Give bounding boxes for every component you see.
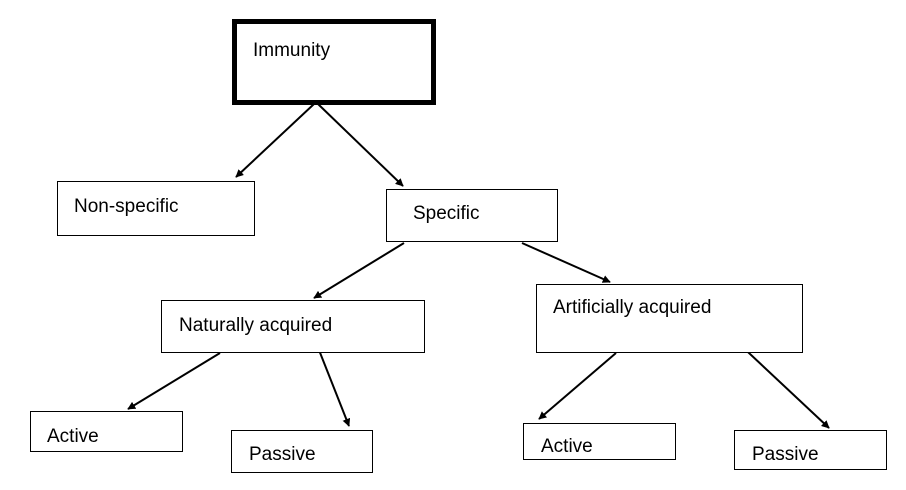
node-immunity: Immunity [232,19,436,105]
node-natural-passive: Passive [231,430,373,473]
node-specific-label: Specific [413,203,480,224]
edge-artificially-acquired-to-active [538,352,617,420]
node-naturally-acquired: Naturally acquired [161,300,425,353]
edge-immunity-to-specific [317,103,404,187]
node-non-specific-label: Non-specific [74,196,179,217]
node-artificial-passive: Passive [734,430,887,470]
node-naturally-acquired-label: Naturally acquired [179,315,333,336]
edge-artificially-acquired-to-passive [733,338,830,429]
edge-immunity-to-non-specific [235,103,315,178]
node-non-specific: Non-specific [57,181,255,236]
edge-specific-to-naturally-acquired [313,242,405,299]
node-artificially-acquired-label: Artificially acquired [553,297,712,318]
edge-naturally-acquired-to-active [127,352,221,410]
node-artificial-passive-label: Passive [752,444,819,465]
node-natural-active: Active [30,411,183,452]
edge-specific-to-artificially-acquired [521,242,611,283]
node-artificially-acquired: Artificially acquired [536,284,803,353]
node-immunity-label: Immunity [253,40,331,61]
node-artificial-active-label: Active [541,436,593,457]
node-specific: Specific [386,189,558,242]
edge-naturally-acquired-to-passive [316,344,351,427]
node-natural-active-label: Active [47,426,99,447]
node-natural-passive-label: Passive [249,444,316,465]
node-artificial-active: Active [523,423,676,460]
